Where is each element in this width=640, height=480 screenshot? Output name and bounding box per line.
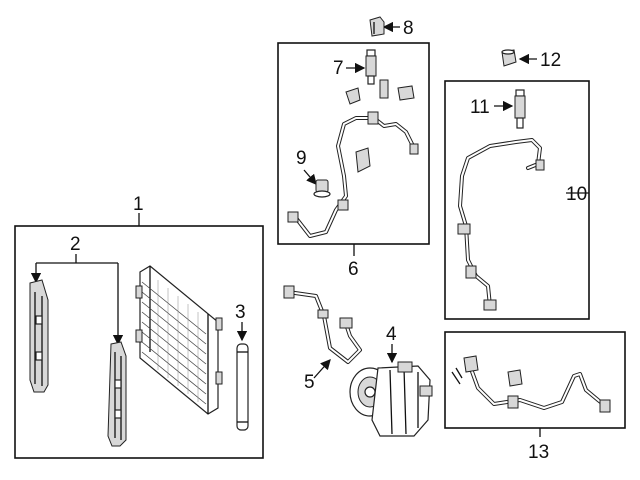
compressor — [349, 361, 433, 437]
box-discharge-hose-group — [444, 80, 590, 320]
callout-13-number: 13 — [528, 442, 549, 463]
callout-3: 3 — [235, 302, 248, 342]
box-liquid-line-group — [444, 331, 626, 429]
callout-1-number: 1 — [133, 194, 144, 215]
callout-5: 5 — [304, 359, 331, 393]
pressure-switch-7 — [365, 49, 377, 85]
pressure-switch-11 — [514, 89, 526, 129]
callout-10-number: 10 — [566, 184, 587, 205]
callout-2: 2 — [30, 234, 124, 346]
callout-6: 6 — [348, 244, 359, 280]
callout-3-number: 3 — [235, 302, 246, 323]
callout-7: 7 — [333, 58, 366, 79]
hose-13 — [451, 355, 611, 413]
callout-9: 9 — [296, 148, 317, 185]
bracket-right — [107, 341, 127, 447]
callout-12: 12 — [518, 50, 561, 71]
callout-11: 11 — [470, 97, 514, 118]
callout-4-number: 4 — [386, 324, 397, 345]
callout-7-number: 7 — [333, 58, 344, 79]
condenser-core — [135, 265, 223, 415]
callout-13: 13 — [528, 428, 549, 463]
callout-4: 4 — [386, 324, 398, 364]
hose-10 — [457, 138, 545, 311]
callout-8-number: 8 — [403, 18, 414, 39]
callout-8: 8 — [382, 18, 414, 39]
callout-11-number: 11 — [470, 97, 490, 118]
cap-12 — [501, 49, 517, 67]
callout-1: 1 — [133, 194, 144, 226]
valve-9 — [313, 179, 331, 198]
bracket-left — [29, 279, 49, 393]
box-suction-hose-group — [277, 42, 430, 245]
cap-8 — [369, 16, 385, 37]
callout-2-number: 2 — [70, 234, 81, 255]
hose-5 — [283, 285, 362, 364]
callout-6-number: 6 — [348, 259, 359, 280]
callout-9-number: 9 — [296, 148, 307, 169]
callout-10: 10 — [566, 184, 589, 205]
callout-5-number: 5 — [304, 372, 315, 393]
callout-12-number: 12 — [540, 50, 561, 71]
hose-6 — [287, 79, 419, 238]
receiver-drier — [236, 343, 249, 431]
